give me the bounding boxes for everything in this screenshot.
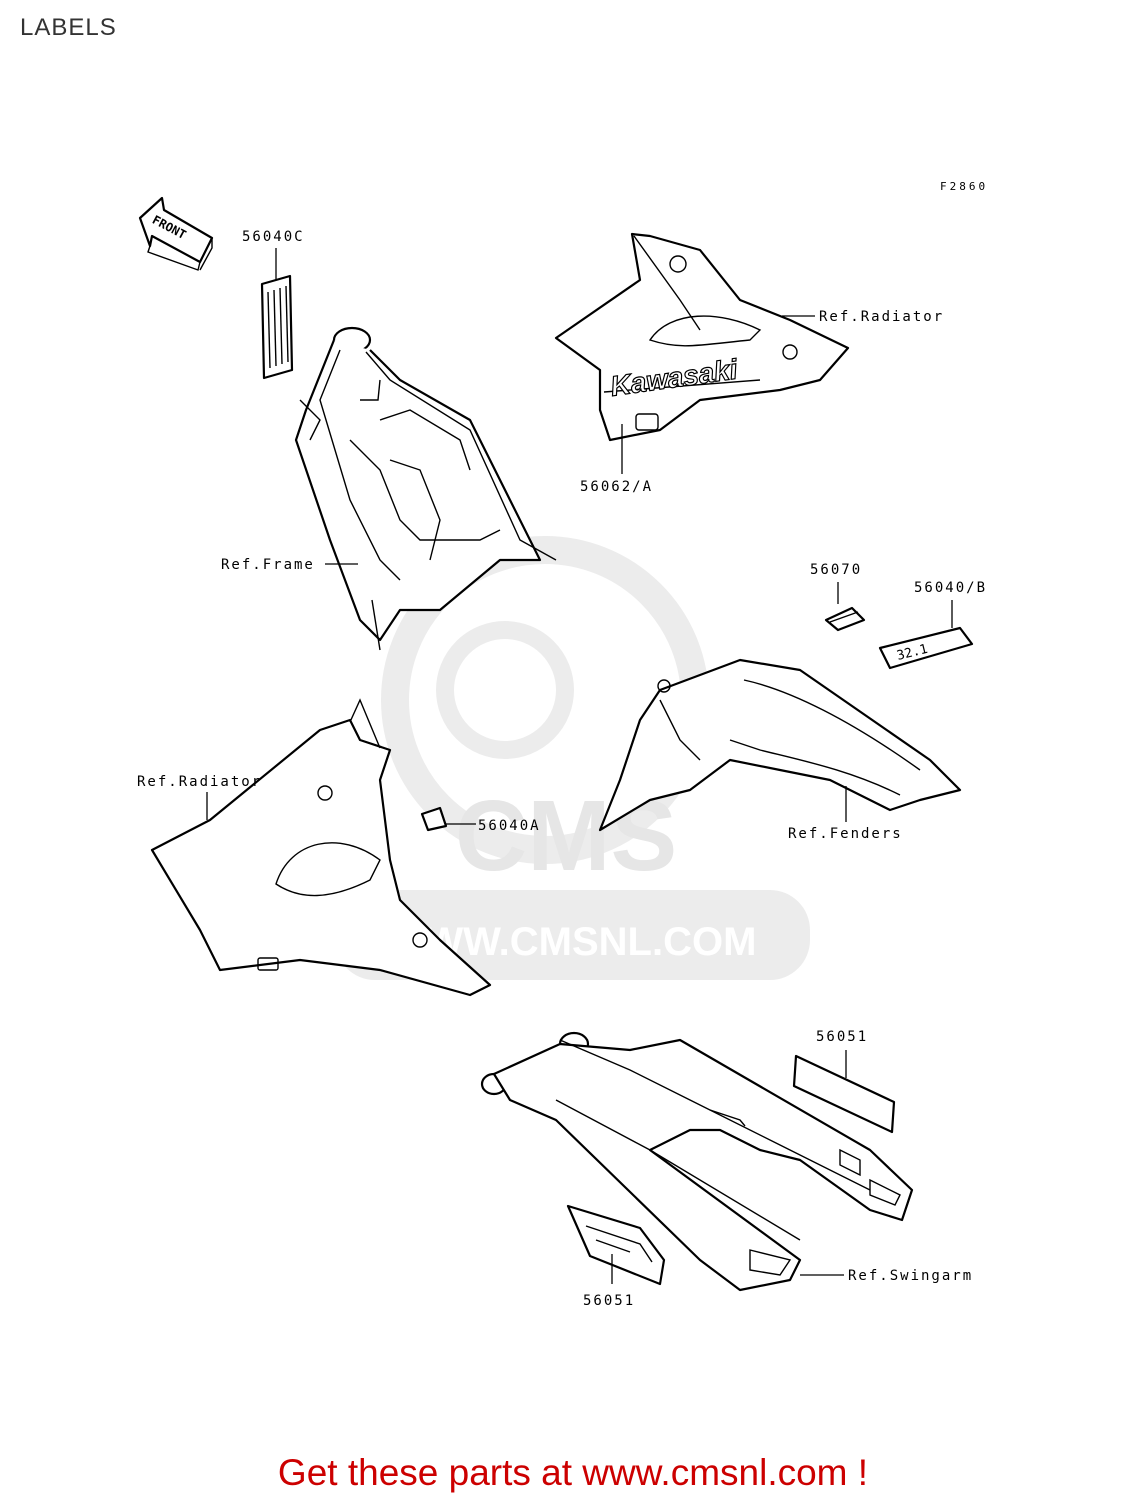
ref-frame-label: Ref.Frame: [221, 557, 315, 573]
swingarm-part: [480, 1031, 914, 1292]
label-56051-top: 56051: [816, 1029, 868, 1045]
ref-radiator-top-label: Ref.Radiator: [819, 309, 944, 325]
ref-swingarm-label: Ref.Swingarm: [848, 1268, 973, 1284]
label-56051-bottom: 56051: [583, 1293, 635, 1309]
label-56070-part: [824, 606, 866, 632]
figure-code: F2860: [940, 180, 988, 193]
label-56051-bottom-part: [566, 1204, 666, 1286]
label-56051-top-part: [792, 1054, 896, 1134]
label-56062a: 56062/A: [580, 479, 653, 495]
label-56040c: 56040C: [242, 229, 305, 245]
radiator-shroud-left-part: [150, 698, 492, 997]
label-56070: 56070: [810, 562, 862, 578]
radiator-shroud-top-part: Kawasaki: [554, 232, 850, 442]
label-56040a-part: [420, 806, 448, 832]
label-56040a: 56040A: [478, 818, 541, 834]
sticker-text: 32.1: [895, 642, 929, 664]
rear-fender-part: [598, 658, 962, 832]
label-56040c-part: [260, 274, 294, 380]
frame-part: [294, 326, 557, 651]
page-title: LABELS: [20, 14, 117, 41]
ref-radiator-left-label: Ref.Radiator: [137, 774, 262, 790]
front-arrow-icon: FRONT: [138, 196, 214, 271]
label-56040b-part: 32.1: [878, 626, 974, 670]
footer-link[interactable]: Get these parts at www.cmsnl.com !: [277, 1452, 869, 1493]
parts-diagram: CMS WWW.CMSNL.COM F2860 FRONT 56040C Ref…: [137, 180, 988, 1309]
ref-fenders-label: Ref.Fenders: [788, 826, 903, 842]
label-56040b: 56040/B: [914, 580, 987, 596]
